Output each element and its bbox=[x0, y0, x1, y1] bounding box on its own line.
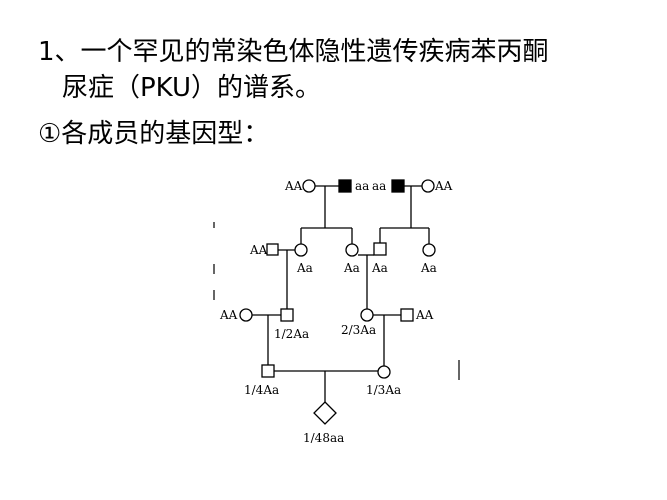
genotype-label: AA bbox=[219, 308, 238, 322]
affected-male-symbol bbox=[391, 179, 405, 193]
genotype-label: AA bbox=[434, 179, 453, 193]
genotype-label: AA bbox=[415, 308, 434, 322]
scan-artifact bbox=[213, 290, 215, 300]
female-symbol bbox=[421, 179, 435, 193]
heading-line-3: ①各成员的基因型： bbox=[38, 119, 270, 149]
genotype-label: Aa bbox=[296, 261, 313, 275]
male-symbol bbox=[280, 308, 294, 322]
unknown-sex-symbol bbox=[313, 401, 337, 425]
heading-line-1: 1、一个罕见的常染色体隐性遗传疾病苯丙酮 bbox=[38, 37, 549, 67]
genotype-label: aa bbox=[372, 179, 386, 193]
genotype-label: 1/48aa bbox=[303, 431, 344, 445]
genotype-label: 2/3Aa bbox=[341, 323, 376, 337]
female-symbol bbox=[239, 308, 253, 322]
genotype-label: Aa bbox=[420, 261, 437, 275]
scan-artifact bbox=[458, 360, 460, 380]
female-symbol bbox=[360, 308, 374, 322]
genotype-label: 1/3Aa bbox=[366, 383, 401, 397]
female-symbol bbox=[422, 243, 436, 257]
male-symbol bbox=[373, 242, 387, 256]
genotype-label: Aa bbox=[343, 261, 360, 275]
female-symbol bbox=[345, 243, 359, 257]
scan-artifact bbox=[213, 264, 215, 274]
genotype-label: aa bbox=[355, 179, 369, 193]
heading-line-2: 尿症（PKU）的谱系。 bbox=[62, 73, 322, 103]
genotype-label: 1/4Aa bbox=[244, 383, 279, 397]
genotype-label: 1/2Aa bbox=[274, 327, 309, 341]
genotype-label: Aa bbox=[371, 261, 388, 275]
heading-block: 1、一个罕见的常染色体隐性遗传疾病苯丙酮 尿症（PKU）的谱系。 ①各成员的基因… bbox=[38, 34, 648, 152]
male-symbol bbox=[261, 364, 275, 378]
affected-male-symbol bbox=[338, 179, 352, 193]
genotype-label: AA bbox=[284, 179, 303, 193]
male-symbol bbox=[266, 243, 279, 256]
female-symbol bbox=[302, 179, 316, 193]
female-symbol bbox=[294, 243, 308, 257]
male-symbol bbox=[400, 308, 414, 322]
female-symbol bbox=[377, 365, 391, 379]
scan-artifact bbox=[213, 222, 215, 228]
genotype-label: AA bbox=[249, 243, 268, 257]
